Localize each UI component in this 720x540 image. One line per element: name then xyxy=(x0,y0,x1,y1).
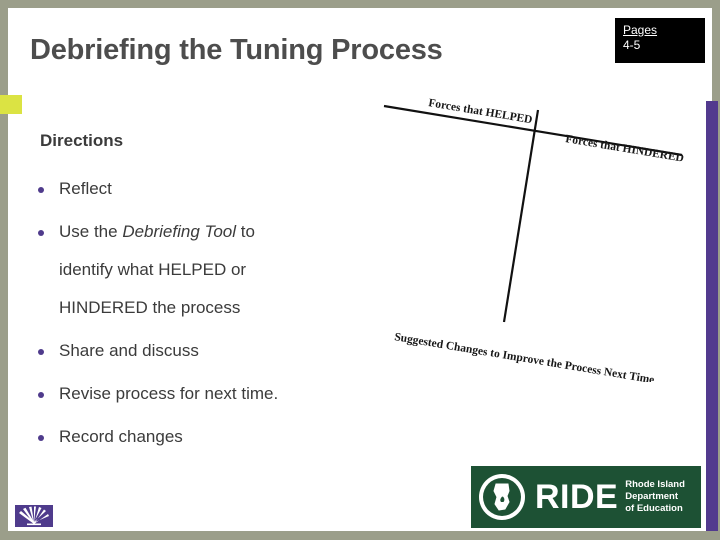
list-item-label-part2: to xyxy=(236,222,255,241)
list-item-line3: HINDERED the process xyxy=(59,298,241,317)
state-outline-icon xyxy=(493,483,510,511)
bullet-dot-icon xyxy=(38,187,44,193)
list-item: Reflect xyxy=(33,170,413,208)
list-item-label: Share and discuss xyxy=(59,341,199,360)
list-item: Use the Debriefing Tool to identify what… xyxy=(33,213,413,327)
ride-subtitle-line1: Rhode Island xyxy=(625,479,685,490)
list-item-label: Record changes xyxy=(59,427,183,446)
t-chart-vertical-line xyxy=(502,109,540,323)
list-item: Revise process for next time. xyxy=(33,375,413,413)
ride-subtitle: Rhode Island Department of Education xyxy=(625,479,685,515)
slide-frame-bottom xyxy=(0,531,720,540)
sunburst-icon xyxy=(19,506,49,526)
seal-inner-circle xyxy=(483,478,521,516)
ride-subtitle-line2: Department xyxy=(625,491,679,502)
label-forces-hindered: Forces that HINDERED xyxy=(565,133,685,165)
t-chart-svg: Forces that HELPED Forces that HINDERED … xyxy=(383,97,685,382)
sunburst-logo-icon xyxy=(15,505,53,527)
bullet-dot-icon xyxy=(38,392,44,398)
ride-logo: RIDE Rhode Island Department of Educatio… xyxy=(471,466,701,528)
ride-acronym: RIDE xyxy=(535,478,619,516)
ride-subtitle-line3: of Education xyxy=(625,503,683,514)
rhode-island-seal-icon xyxy=(479,474,525,520)
label-suggested-changes: Suggested Changes to Improve the Process… xyxy=(394,331,656,382)
purple-accent-bar xyxy=(706,101,718,531)
bullet-dot-icon xyxy=(38,230,44,236)
bullet-dot-icon xyxy=(38,349,44,355)
pages-badge-label: Pages xyxy=(623,23,658,37)
slide-frame-left xyxy=(0,0,8,540)
list-item-label-part1: Use the xyxy=(59,222,123,241)
list-item-line2: identify what HELPED or xyxy=(59,260,247,279)
directions-bullet-list: Reflect Use the Debriefing Tool to ident… xyxy=(33,170,413,461)
list-item: Share and discuss xyxy=(33,332,413,370)
list-item-label: Reflect xyxy=(59,179,112,198)
page-title: Debriefing the Tuning Process xyxy=(30,34,443,66)
t-chart-horizontal-line xyxy=(383,104,683,157)
list-item-label: Revise process for next time. xyxy=(59,384,279,403)
pages-badge-numbers: 4-5 xyxy=(623,38,641,52)
lime-accent-chip xyxy=(0,95,22,114)
list-item-emphasis: Debriefing Tool xyxy=(122,222,237,241)
slide-frame-top xyxy=(0,0,720,8)
t-chart-diagram: Forces that HELPED Forces that HINDERED … xyxy=(380,82,710,382)
bullet-dot-icon xyxy=(38,435,44,441)
section-heading: Directions xyxy=(40,131,124,150)
list-item: Record changes xyxy=(33,418,413,456)
pages-badge: Pages 4-5 xyxy=(615,18,705,63)
